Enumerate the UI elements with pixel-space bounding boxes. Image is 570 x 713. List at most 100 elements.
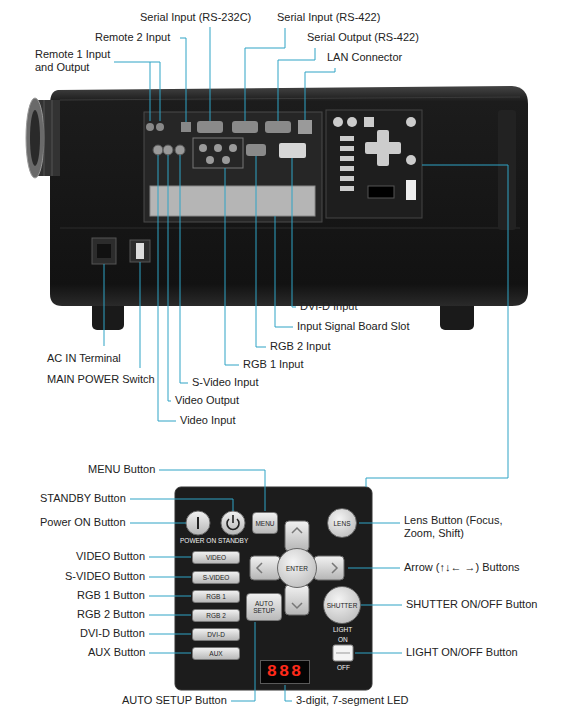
callout-label: Video Output [175,394,239,407]
leader-line [130,523,186,524]
projector-control-panel [340,176,354,181]
callout-label: Lens Button (Focus, Zoom, Shift) [404,514,524,540]
connector-panel [222,156,230,164]
callout-label: LIGHT ON/OFF Button [406,646,518,659]
callout-label: Serial Input (RS-232C) [140,11,251,24]
power-inlet [92,238,150,264]
leader-line [245,28,285,121]
control-panel [257,563,262,573]
callout-label: AC IN Terminal [47,352,121,365]
projector-control-panel [333,117,343,127]
callout-label: MENU Button [88,463,155,476]
panel-label: POWER ON [180,537,216,545]
callout-label: RGB 2 Input [270,340,331,353]
callout-label: DVI-D Button [80,627,145,640]
callout-label: S-Video Input [192,376,258,389]
button-text: RGB 1 [206,593,226,600]
control-panel [221,511,245,535]
leader-line [355,653,402,654]
control-panel [285,521,309,551]
leader-line [256,156,266,347]
lens-button: LENS [327,508,357,538]
leader-line [292,158,296,307]
callout-label: S-VIDEO Button [65,570,145,583]
callout-label: MAIN POWER Switch [47,373,155,386]
lens [52,100,53,176]
projector-body [60,228,520,229]
button-text: VIDEO [206,554,226,561]
leader-line [149,577,191,578]
button-text: RGB 2 [206,612,226,619]
connector-panel [156,123,164,131]
leader-line [359,605,402,606]
leader-line [285,685,292,701]
leader-line [114,62,160,121]
leader-line [180,155,188,383]
input-button: RGB 1 [192,590,240,603]
lens [26,98,44,178]
projector-control-panel [368,186,394,198]
leader-line [150,62,151,121]
button-text: SHUTTER [327,602,358,609]
shutter-button: SHUTTER [323,586,361,624]
callout-label: VIDEO Button [76,550,145,563]
leader-line [180,38,186,122]
leader-line [225,168,239,365]
projector-body [498,110,516,230]
control-panel [175,487,372,690]
input-button: AUX [192,647,240,660]
leader-line [359,523,400,524]
power-inlet [92,238,116,264]
leader-line [149,557,191,558]
control-panel [336,653,350,654]
connector-panel [146,123,154,131]
panel-label: OFF [337,664,350,672]
leader-line [104,264,105,346]
callout-label: DVI-D Input [300,300,357,313]
leader-line [149,615,191,616]
connector-panel [150,186,315,216]
projector-control-panel [365,142,401,154]
leader-line [168,155,171,401]
leader-line [348,568,400,569]
input-button: RGB 2 [192,609,240,622]
panel-label: LIGHT [333,626,352,634]
lens [44,100,45,176]
panel-label: ON [338,636,348,644]
connector-panel [144,112,322,222]
projector-control-panel [340,146,354,151]
led-display: 888 [260,660,310,684]
projector-control-panel [340,166,354,171]
connector-panel [199,144,207,152]
control-panel [292,528,302,533]
button-text: ENTER [286,565,308,572]
callout-label: STANDBY Button [40,492,126,505]
button-text: MENU [255,520,274,527]
button-text: LENS [334,520,351,527]
menu-button: MENU [252,512,278,534]
button-text: 888 [267,663,304,681]
projector-control-panel [340,186,354,191]
callout-label: Remote 1 Input and Output [35,48,120,74]
button-text: AUTO SETUP [249,600,279,614]
power-inlet [130,240,150,262]
projector-control-panel [340,136,354,141]
callout-label: Video Input [180,414,235,427]
leader-line [130,499,233,511]
connector-panel [265,121,291,133]
connector-panel [175,145,185,155]
leader-line [140,262,141,368]
callout-label: LAN Connector [327,51,402,64]
auto-setup-button: AUTO SETUP [246,593,282,621]
control-panel [292,603,302,608]
callout-label: Power ON Button [40,516,126,529]
projector-control-panel [406,155,416,165]
control-panel [314,556,344,580]
connector-panel [163,145,173,155]
power-inlet [97,244,111,258]
button-text: S-VIDEO [203,574,230,581]
projector-control-panel [406,117,416,127]
leader-line [149,634,191,635]
projector-body [60,97,520,100]
